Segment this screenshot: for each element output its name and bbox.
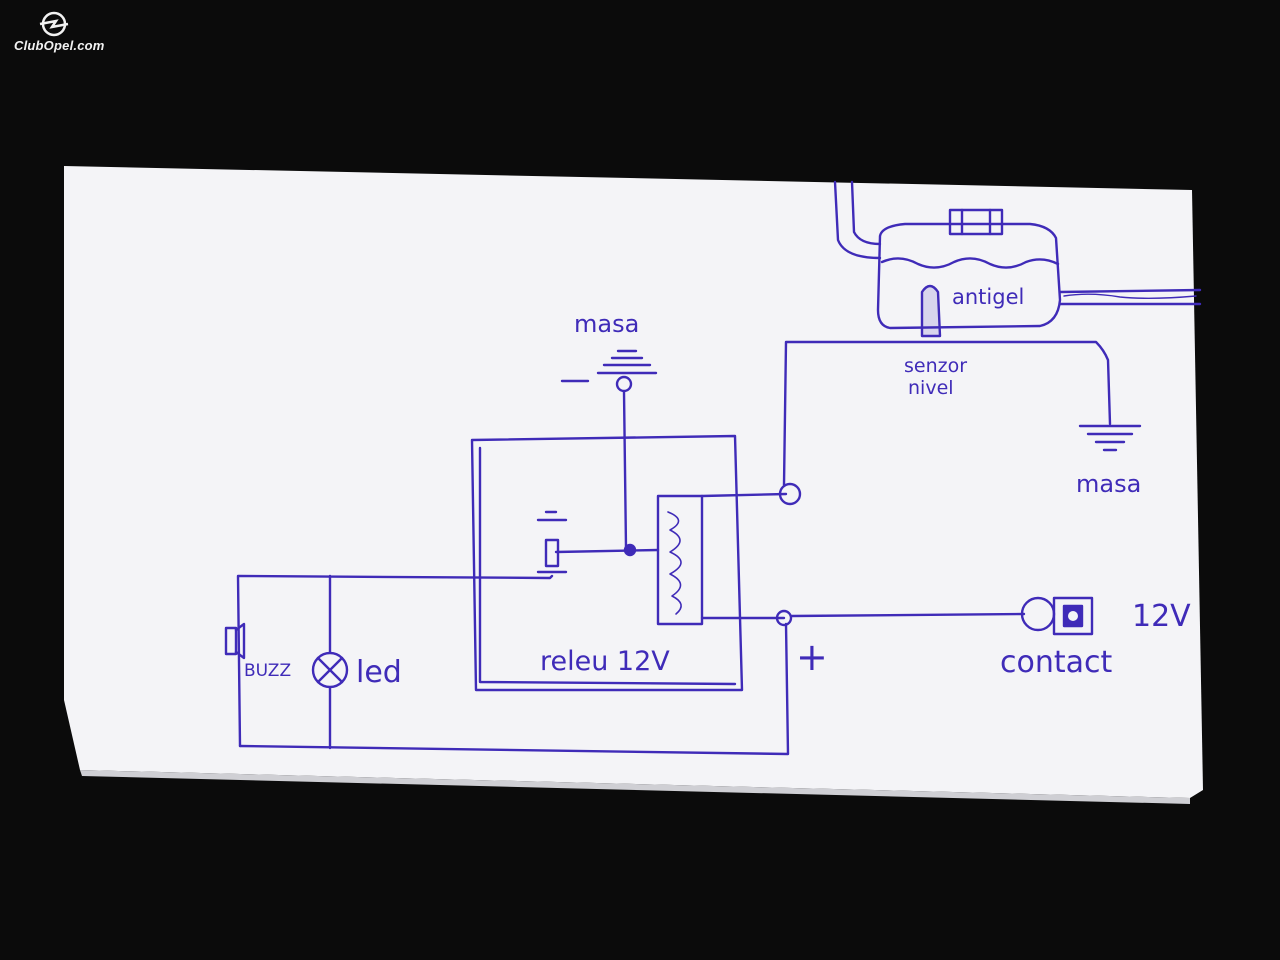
label-plus: + [796,635,828,679]
label-buzz: BUZZ [244,661,291,681]
label-sensor-2: nivel [908,377,954,399]
label-led: led [356,655,402,690]
relay-output-wire [236,574,554,748]
terminal-plus [775,609,793,627]
buzzer-icon [224,622,246,660]
label-contact: contact [1000,645,1113,680]
level-sensor [782,284,1112,487]
watermark-text: ClubOpel.com [14,38,105,53]
opel-logo-icon [39,11,69,37]
ground-return-wire [238,622,790,756]
label-ground-right: masa [1076,470,1141,498]
ground-symbol-right [1078,424,1142,452]
label-ground-top: masa [574,310,639,338]
paper-shadow-edge [80,770,1190,804]
ignition-switch [790,596,1094,636]
paper-sheet [64,166,1203,798]
ground-symbol-top [596,349,658,550]
clubopel-watermark: ClubOpel.com [8,8,128,58]
terminal-sensor [778,482,802,506]
label-sensor-1: senzor [904,355,967,377]
label-12v: 12V [1132,599,1191,634]
label-relay: releu 12V [540,646,670,677]
label-antifreeze: antigel [952,285,1024,309]
antifreeze-tank [833,180,1202,330]
led-icon [311,651,349,689]
relay-box [470,434,788,692]
